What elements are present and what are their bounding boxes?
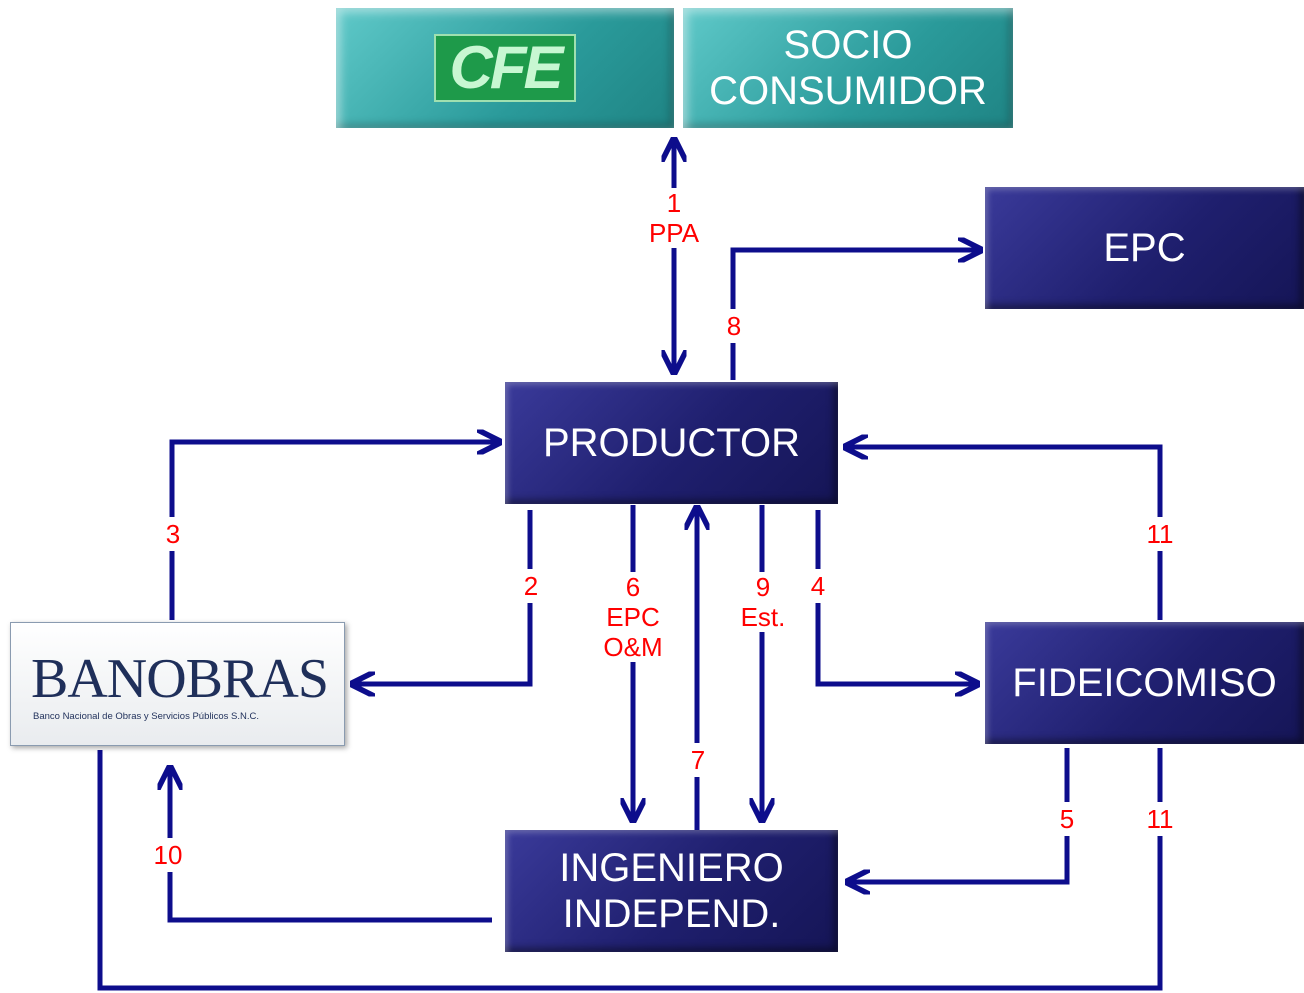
edge-label-1-text: PPA	[648, 218, 700, 248]
ingeniero-independiente-node: INGENIERO INDEPEND.	[505, 830, 838, 952]
arrow-10	[170, 770, 492, 923]
edge-label-11-bottom: 11	[1140, 802, 1180, 836]
arrow-5	[850, 748, 1070, 882]
arrow-2	[355, 510, 533, 684]
edge-label-2: 2	[518, 569, 544, 603]
socio-consumidor-node: SOCIO CONSUMIDOR	[683, 8, 1013, 128]
productor-node-label: PRODUCTOR	[542, 421, 801, 465]
banobras-node: BANOBRAS Banco Nacional de Obras y Servi…	[10, 622, 345, 746]
edge-label-7: 7	[685, 743, 711, 777]
productor-node: PRODUCTOR	[505, 382, 838, 504]
edge-label-1-number: 1	[666, 188, 682, 218]
edge-label-8: 8	[721, 309, 747, 343]
edge-label-4: 4	[805, 569, 831, 603]
epc-node: EPC	[985, 187, 1304, 309]
edge-label-10: 10	[146, 838, 190, 872]
arrow-4	[815, 510, 975, 684]
cfe-node: CFE	[336, 8, 674, 128]
fideicomiso-node: FIDEICOMISO	[985, 622, 1304, 744]
banobras-subtitle: Banco Nacional de Obras y Servicios Públ…	[33, 711, 259, 722]
edge-label-9-text: Est.	[740, 602, 786, 632]
ingeniero-line-1: INGENIERO	[559, 846, 784, 890]
edge-label-1: 1 PPA	[645, 188, 703, 248]
line-11-bottom	[97, 748, 1163, 991]
edge-label-9-number: 9	[755, 572, 771, 602]
banobras-logo-text: BANOBRAS	[31, 648, 329, 710]
arrow-3	[169, 442, 497, 620]
arrow-8	[730, 250, 978, 380]
epc-node-label: EPC	[1103, 226, 1186, 270]
edge-label-6-line-3: O&M	[603, 632, 663, 662]
edge-label-11-top: 11	[1140, 517, 1180, 551]
arrow-11-top	[848, 447, 1163, 620]
edge-label-3: 3	[160, 517, 186, 551]
fideicomiso-node-label: FIDEICOMISO	[1012, 661, 1277, 705]
socio-consumidor-line-1: SOCIO	[783, 23, 913, 67]
ingeniero-line-2: INDEPEND.	[562, 892, 781, 936]
edge-label-6-number: 6	[625, 572, 641, 602]
edge-label-5: 5	[1054, 802, 1080, 836]
socio-consumidor-line-2: CONSUMIDOR	[709, 69, 987, 113]
edge-label-6: 6 EPC O&M	[598, 572, 668, 662]
edge-label-6-line-2: EPC	[606, 602, 660, 632]
edge-label-9: 9 Est.	[735, 572, 791, 632]
cfe-logo: CFE	[434, 34, 576, 102]
